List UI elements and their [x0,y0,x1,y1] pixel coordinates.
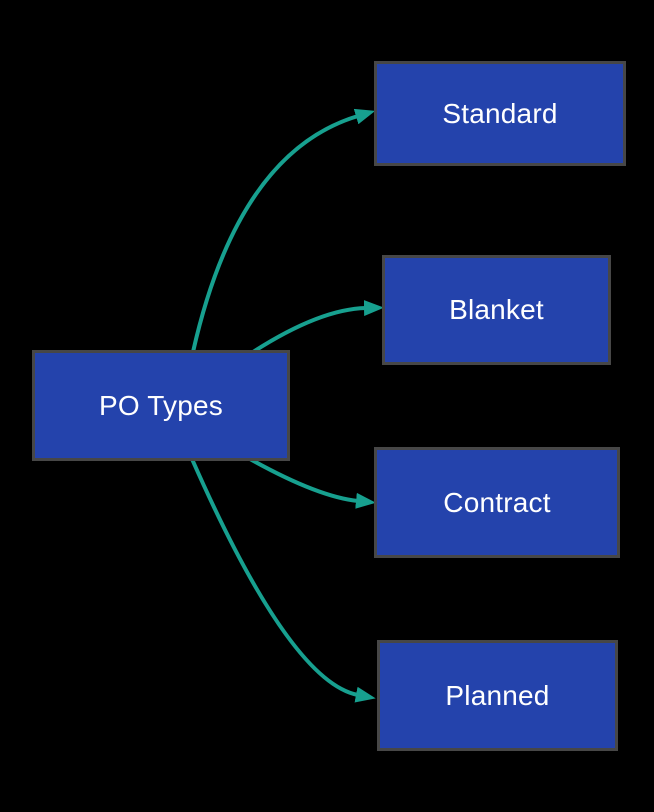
edge-po-types-to-planned-arrow [190,457,376,703]
node-planned: Planned [380,643,615,748]
node-blanket: Blanket [385,258,608,362]
edge-po-types-to-standard-arrow [191,108,376,354]
node-standard-label: Standard [442,97,558,129]
node-po-types-label: PO Types [98,389,224,421]
node-planned-label: Planned [445,679,550,711]
node-standard: Standard [377,64,623,163]
edge-po-types-to-blanket-arrow [251,300,384,354]
node-blanket-label: Blanket [449,294,544,325]
edge-po-types-to-contract-arrow [248,457,376,509]
node-contract: Contract [377,450,617,555]
node-po-types: PO Types [35,353,287,458]
node-contract-label: Contract [443,486,551,518]
